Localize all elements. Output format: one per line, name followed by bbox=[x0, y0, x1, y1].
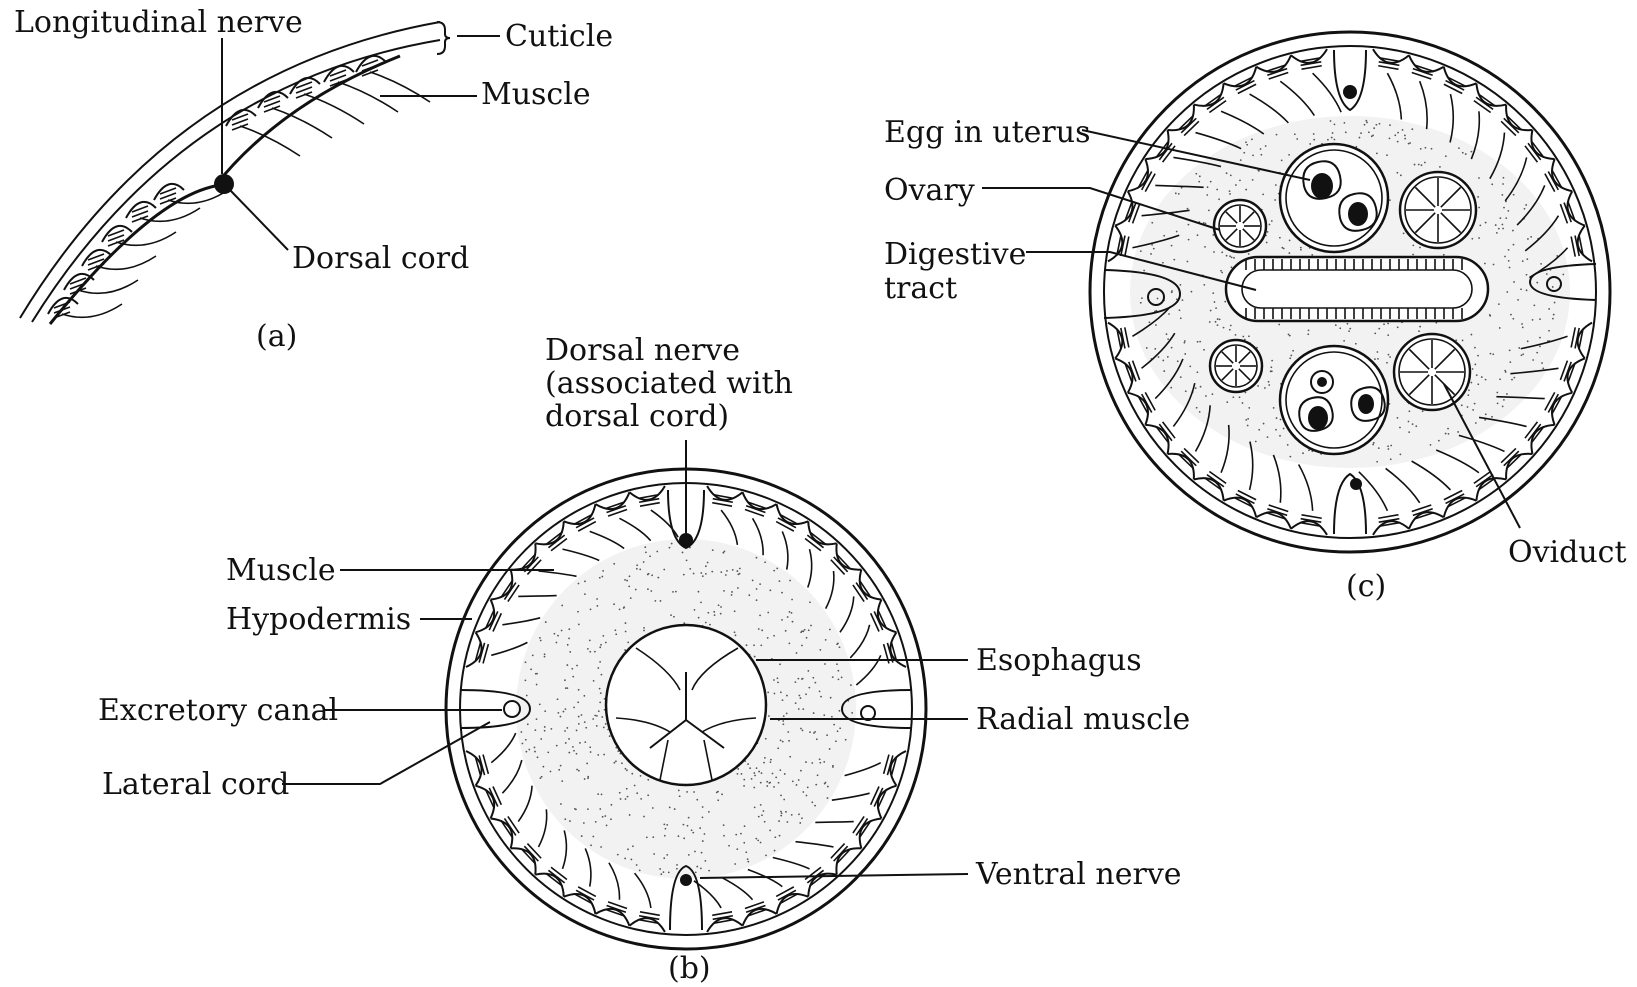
muscle-cell bbox=[82, 250, 156, 270]
label-egg-in-uterus: Egg in uterus bbox=[884, 115, 1090, 150]
muscle-cell bbox=[511, 543, 577, 576]
panel-a-body-wall: Longitudinal nerve Cuticle Muscle Dorsal… bbox=[14, 5, 613, 354]
caption-b: (b) bbox=[668, 951, 711, 986]
dorsal-nerve-dot bbox=[679, 533, 693, 547]
muscle-cell bbox=[1194, 83, 1264, 134]
label-muscle-b: Muscle bbox=[226, 553, 336, 588]
muscle-cell bbox=[1373, 49, 1409, 119]
label-oviduct: Oviduct bbox=[1508, 535, 1627, 570]
muscle-cell bbox=[491, 570, 557, 602]
caption-a: (a) bbox=[256, 319, 297, 354]
ovary-oviduct-section bbox=[1394, 334, 1470, 410]
label-radial-muscle: Radial muscle bbox=[976, 702, 1190, 737]
muscle-cell bbox=[815, 816, 881, 848]
muscle-cell bbox=[1256, 455, 1291, 529]
label-ovary: Ovary bbox=[884, 173, 975, 208]
ovary-oviduct-section bbox=[1400, 172, 1476, 248]
muscle-cell bbox=[1409, 55, 1444, 129]
muscle-cell bbox=[290, 78, 364, 124]
muscle-cell bbox=[743, 492, 777, 555]
ovary-oviduct-section bbox=[1214, 200, 1266, 252]
muscle-cell bbox=[1459, 435, 1533, 479]
label-digestive-tract: Digestive tract bbox=[884, 237, 1036, 306]
ventral-nerve-dot-c bbox=[1350, 478, 1362, 490]
label-dorsal-nerve: Dorsal nerve (associated with dorsal cor… bbox=[545, 333, 802, 434]
muscle-cell bbox=[826, 543, 862, 608]
muscle-cell bbox=[466, 632, 527, 667]
ventral-nerve-dot bbox=[680, 874, 692, 886]
muscle-cell bbox=[511, 809, 547, 874]
caption-c: (c) bbox=[1346, 569, 1386, 604]
dorsal-nerve-dot-c bbox=[1343, 85, 1357, 99]
muscle-cell bbox=[535, 830, 567, 896]
muscle-cell bbox=[1436, 450, 1506, 501]
muscle-cell bbox=[535, 521, 599, 560]
muscle-cell bbox=[629, 873, 664, 932]
muscle-cell bbox=[1490, 105, 1533, 179]
label-ventral-nerve: Ventral nerve bbox=[975, 857, 1182, 892]
label-longitudinal-nerve: Longitudinal nerve bbox=[14, 5, 303, 40]
label-esophagus: Esophagus bbox=[976, 643, 1142, 678]
panel-c-intestine-region: Egg in uterus Ovary Digestive tract Ovid… bbox=[884, 32, 1627, 604]
muscle-cell bbox=[795, 842, 861, 875]
label-dorsal-cord: Dorsal cord bbox=[292, 241, 469, 276]
excretory-canal-right bbox=[861, 706, 875, 720]
panel-b-esophagus-region: Dorsal nerve (associated with dorsal cor… bbox=[98, 333, 1190, 986]
muscle-cell bbox=[64, 274, 138, 294]
ovary-oviduct-section bbox=[1210, 340, 1262, 392]
muscle-cell bbox=[1291, 465, 1327, 535]
label-cuticle: Cuticle bbox=[505, 19, 613, 54]
muscle-cell bbox=[564, 848, 596, 913]
muscle-cell bbox=[1168, 105, 1242, 149]
label-lateral-cord: Lateral cord bbox=[102, 767, 289, 802]
muscle-cell bbox=[776, 504, 808, 569]
dorsal-cord-c bbox=[1334, 50, 1366, 110]
label-hypodermis: Hypodermis bbox=[226, 602, 411, 637]
digestive-tract bbox=[1226, 257, 1488, 321]
label-excretory-canal: Excretory canal bbox=[98, 693, 338, 728]
muscle-cell bbox=[1505, 130, 1554, 201]
muscle-cell bbox=[845, 751, 906, 786]
muscle-cell bbox=[1194, 425, 1229, 501]
muscle-cell bbox=[595, 863, 629, 926]
label-muscle-a: Muscle bbox=[481, 77, 591, 112]
muscle-cell bbox=[466, 733, 516, 786]
muscle-cell bbox=[707, 486, 742, 545]
muscle-cell bbox=[805, 521, 837, 587]
muscle-cell bbox=[564, 504, 624, 548]
muscle-cell bbox=[1471, 83, 1506, 159]
